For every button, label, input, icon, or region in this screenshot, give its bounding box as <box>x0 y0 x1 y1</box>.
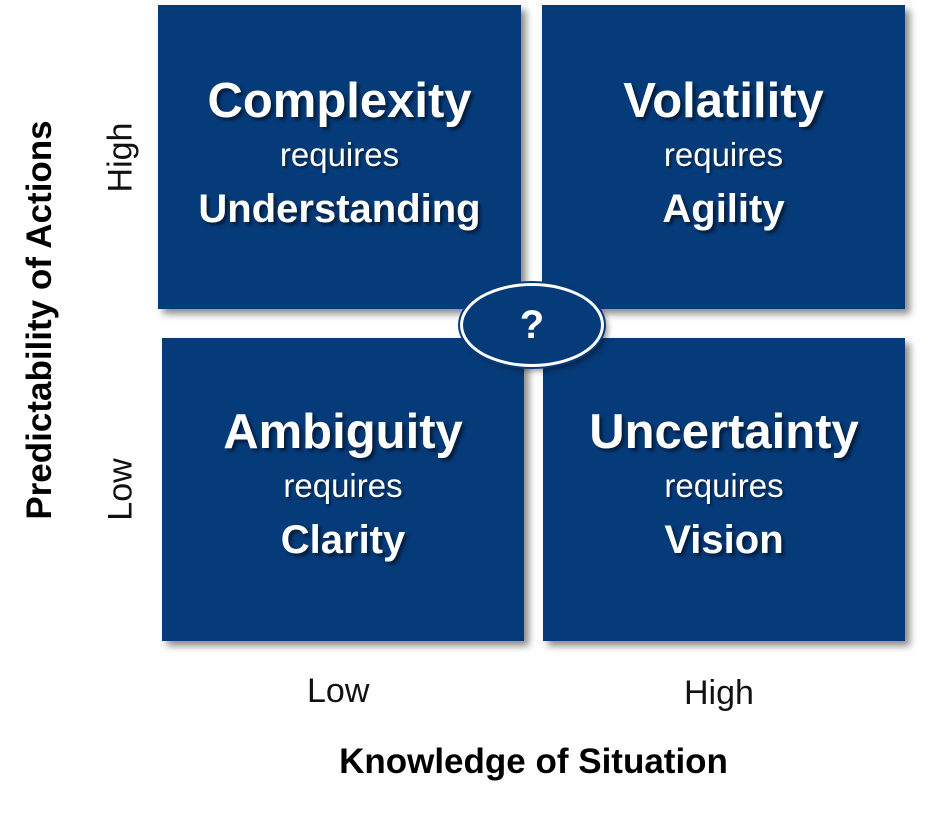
quadrant-volatility: Volatility requires Agility <box>542 5 905 309</box>
quadrant-uncertainty: Uncertainty requires Vision <box>543 338 905 641</box>
quadrant-requirement: Clarity <box>280 517 406 562</box>
x-axis-low-label: Low <box>307 672 370 710</box>
y-axis-high-label: High <box>101 122 140 193</box>
x-axis-high-label: High <box>684 674 754 712</box>
quadrant-title: Uncertainty <box>589 404 859 459</box>
quadrant-connector: requires <box>664 466 784 504</box>
y-axis-title: Predictability of Actions <box>20 120 59 520</box>
center-question-oval: ? <box>460 283 604 367</box>
y-axis-low-label: Low <box>101 458 140 521</box>
quadrant-title: Ambiguity <box>223 404 463 459</box>
quadrant-complexity: Complexity requires Understanding <box>158 5 521 309</box>
quadrant-title: Complexity <box>207 74 472 128</box>
quadrant-title: Volatility <box>623 74 824 128</box>
quadrant-requirement: Agility <box>662 187 785 231</box>
x-axis-title: Knowledge of Situation <box>339 742 728 781</box>
quadrant-requirement: Understanding <box>198 187 481 231</box>
quadrant-connector: requires <box>663 136 784 173</box>
quadrant-connector: requires <box>279 136 400 173</box>
quadrant-ambiguity: Ambiguity requires Clarity <box>162 338 524 641</box>
quadrant-requirement: Vision <box>664 517 784 562</box>
quadrant-connector: requires <box>283 466 403 504</box>
